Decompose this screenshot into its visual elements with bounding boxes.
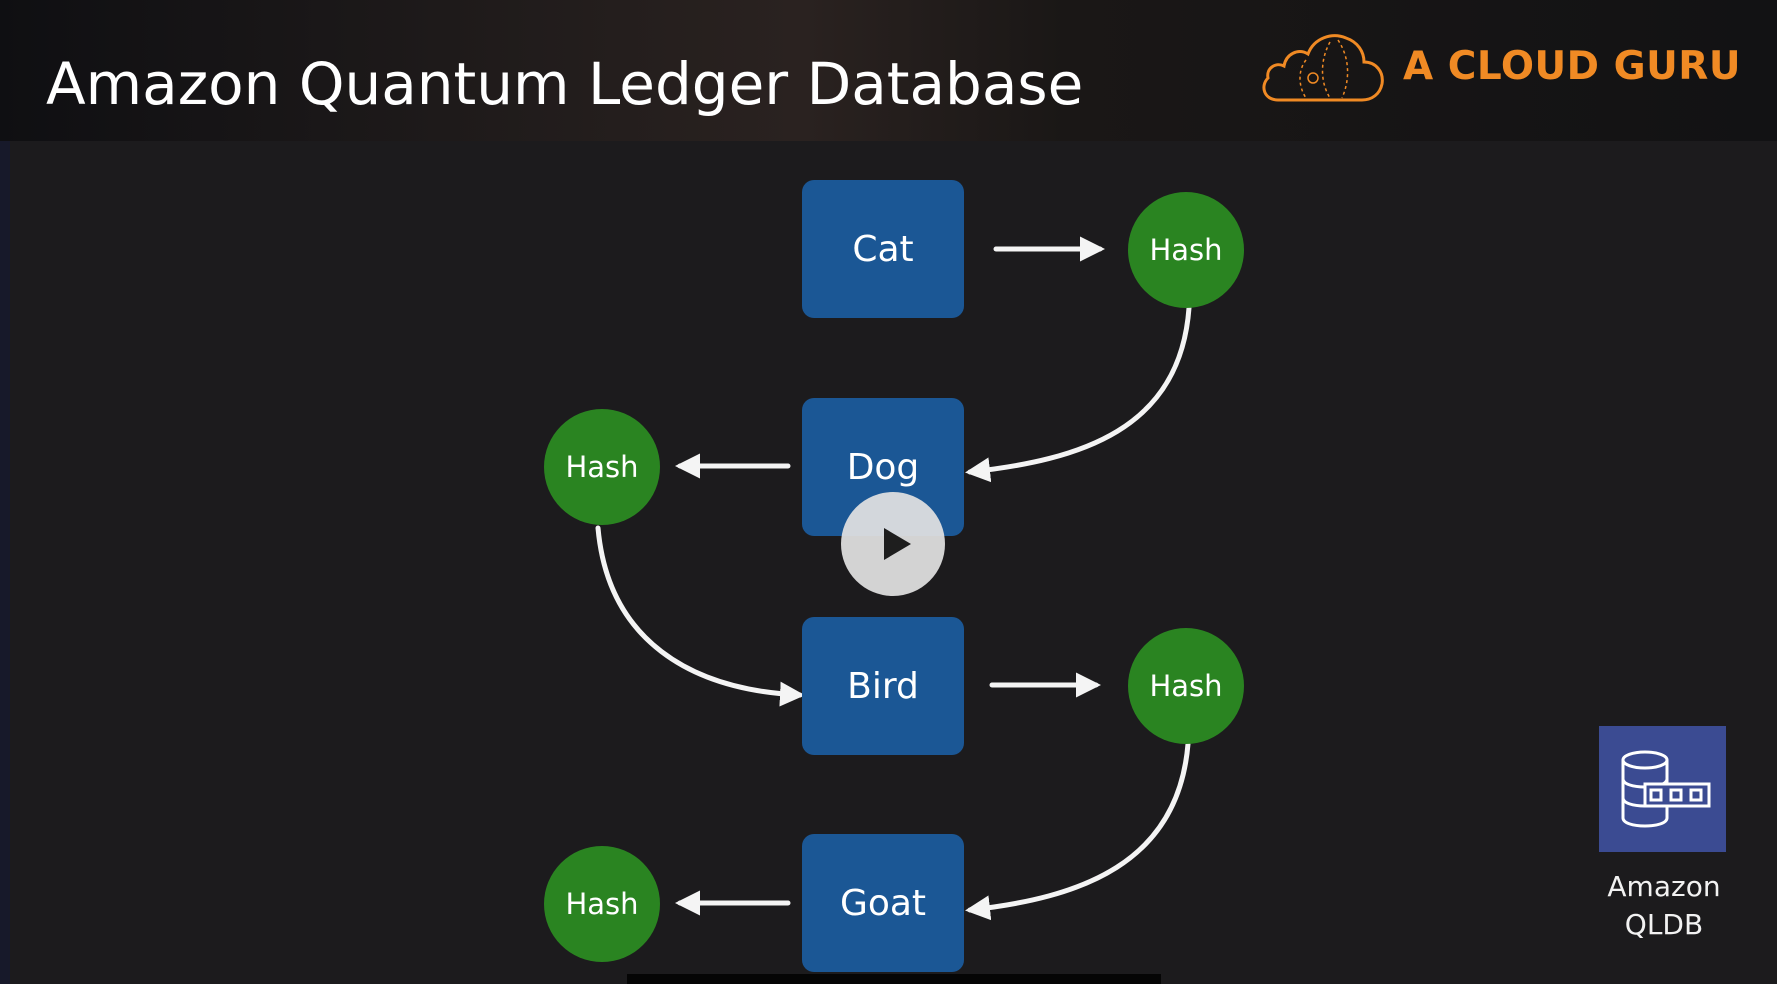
record-goat: Goat	[802, 834, 964, 972]
record-label: Goat	[839, 882, 927, 924]
hash-node: Hash	[1128, 192, 1244, 308]
cloud-logo-icon	[1262, 34, 1384, 102]
hash-label: Hash	[565, 450, 639, 484]
service-label-line1: Amazon	[1607, 870, 1721, 903]
arrow-hash-to-bird	[595, 525, 805, 707]
record-bird: Bird	[802, 617, 964, 755]
title-bar: Amazon Quantum Ledger Database A CLOUD G…	[0, 0, 1777, 141]
record-cat: Cat	[802, 180, 964, 318]
record-label: Dog	[846, 446, 920, 488]
arrow-hash-to-dog	[965, 305, 1192, 483]
play-button[interactable]	[841, 492, 945, 596]
play-icon	[884, 528, 911, 560]
hash-label: Hash	[1149, 233, 1223, 267]
service-label-line2: QLDB	[1624, 908, 1704, 941]
frame-edge	[0, 0, 10, 984]
player-bottom-bar	[627, 974, 1161, 984]
record-label: Cat	[852, 228, 914, 270]
arrow-hash-to-goat	[965, 741, 1191, 921]
slide-title: Amazon Quantum Ledger Database	[46, 50, 1084, 118]
brand: A CLOUD GURU	[1258, 30, 1741, 105]
qldb-ledger-icon	[1599, 726, 1726, 852]
hash-node: Hash	[1128, 628, 1244, 744]
hash-label: Hash	[1149, 669, 1223, 703]
record-label: Bird	[847, 665, 919, 707]
hash-label: Hash	[565, 887, 639, 921]
hash-node: Hash	[544, 409, 660, 525]
hash-node: Hash	[544, 846, 660, 962]
service-label: Amazon QLDB	[1590, 868, 1738, 944]
brand-name: A CLOUD GURU	[1403, 44, 1741, 89]
